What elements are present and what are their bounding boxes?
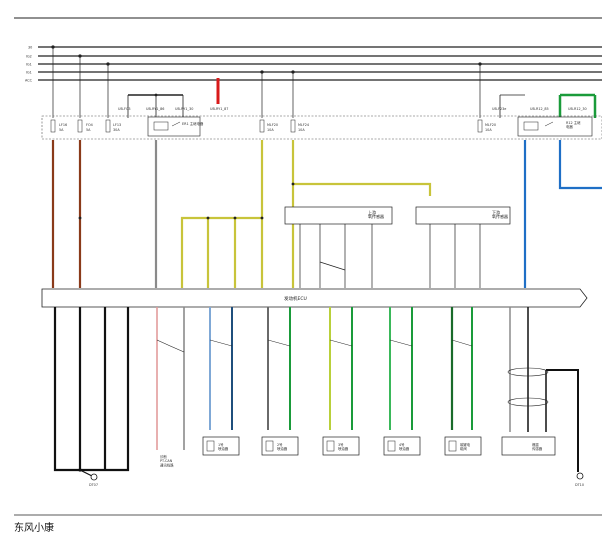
wire-junctions (78, 182, 295, 220)
injector-label: 2号喷油器 (277, 442, 288, 451)
fuse-group-left: LF16 5A FO4 5A LF13 30A (50, 119, 121, 133)
fuse-rating: 10A (267, 128, 274, 132)
o2-sensor-upstream: 上游氧传感器 (284, 206, 393, 225)
injector-2[interactable]: 2号喷油器 (261, 436, 299, 456)
o2-sensor-downstream: 下游氧传感器 (415, 206, 511, 225)
wires-bottom (53, 307, 584, 481)
fuse-name: FO4 (86, 123, 93, 127)
rail-label: ACC (25, 79, 33, 83)
connector-label: UB-FC3 (118, 107, 131, 111)
fuse-name: LF13 (113, 123, 121, 127)
fuse-rating: 30A (113, 128, 120, 132)
fuse-group-right: MLF20 10A (477, 119, 496, 133)
fuse-relay-box (41, 115, 602, 140)
sensor-label: 爆震传感器 (532, 442, 543, 451)
injector-4[interactable]: 4号喷油器 (383, 436, 421, 456)
fuse-group-mid: MLF20 10A MLF24 10A (259, 119, 309, 133)
relay-main-1: ER1 主继电器 (147, 116, 204, 137)
relay-label: R12 主继电器 (566, 120, 581, 129)
relay-label: ER1 主继电器 (182, 121, 204, 126)
rail-label: IG2 (26, 55, 32, 59)
rail-label: IG1 (26, 63, 32, 67)
connector-label: UB-R12_85 (530, 107, 549, 111)
rail-taps (51, 45, 482, 118)
connector-label: UB-R12_30 (568, 107, 587, 111)
canister-solenoid[interactable]: 碳罐电磁阀 (444, 436, 482, 456)
injector-1[interactable]: 1号喷油器 (202, 436, 240, 456)
module-label: 下游氧传感器 (492, 209, 508, 219)
fuse-rating: 10A (485, 128, 492, 132)
knock-sensor[interactable]: 爆震传感器 (501, 436, 556, 456)
injector-label: 3号喷油器 (338, 442, 349, 451)
injector-label: 1号喷油器 (218, 442, 229, 451)
ground-label: DT07 (89, 483, 98, 487)
connector-label: UB-F23e (492, 107, 506, 111)
injector-label: 碳罐电磁阀 (460, 442, 471, 451)
fuse-name: LF16 (59, 123, 67, 127)
rail-label: IG1 (26, 71, 32, 75)
relay-feed-right: UB-F23e UB-R12_85 UB-R12_30 (492, 93, 597, 118)
relay-feed-top: UB-FC3 UB-RY1_86 UB-RY1_30 UB-RY1_87 (118, 78, 228, 118)
fuse-rating: 5A (86, 128, 91, 132)
fuse-rating: 10A (298, 128, 305, 132)
module-label: 上游氧传感器 (368, 209, 384, 219)
fuse-name: MLF20 (485, 123, 496, 127)
fuse-name: MLF24 (298, 123, 309, 127)
fuse-name: MLF20 (267, 123, 278, 127)
ecu-label: 发动机ECU (284, 295, 307, 302)
footer-brand: 东风小康 (14, 523, 54, 534)
connector-label: UB-RY1_86 (146, 107, 164, 111)
fuse-rating: 5A (59, 128, 64, 132)
connector-label: UB-RY1_87 (210, 107, 228, 111)
connector-label: UB-RY1_30 (175, 107, 193, 111)
injector-label: 4号喷油器 (399, 442, 410, 451)
ground-label: DT10 (575, 483, 584, 487)
ecu-bar: 发动机ECU (41, 288, 588, 308)
injector-3[interactable]: 3号喷油器 (322, 436, 360, 456)
relay-main-2: R12 主继电器 (517, 116, 593, 137)
power-rails: 30 IG2 IG1 IG1 ACC (25, 46, 602, 83)
rail-label: 30 (28, 46, 32, 50)
o2-sensor-wires (299, 224, 481, 288)
